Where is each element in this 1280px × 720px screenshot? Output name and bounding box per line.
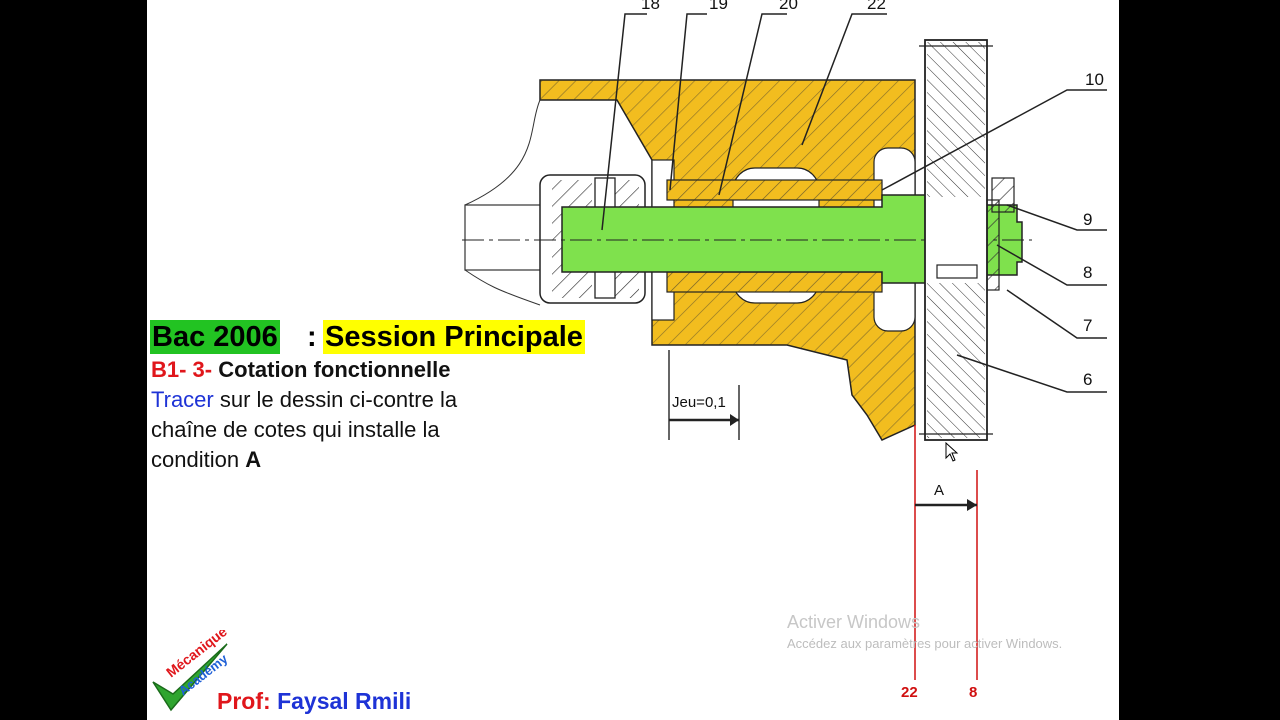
instruction-rest: sur le dessin ci-contre la (213, 387, 458, 412)
title-separator: : (307, 321, 317, 353)
windows-activation-title: Activer Windows (787, 612, 921, 632)
jeu-dimension (668, 350, 740, 440)
callout-6: 6 (1083, 370, 1093, 389)
jeu-label: Jeu=0,1 (672, 394, 726, 411)
motor-outline (464, 99, 541, 306)
title-session: Session Principale (323, 320, 585, 354)
windows-activation-subtitle: Accédez aux paramètres pour activer Wind… (787, 636, 1063, 651)
condition-a-label: A (934, 482, 945, 499)
author: Prof: Faysal Rmili (217, 688, 411, 715)
author-prefix: Prof: (217, 688, 271, 714)
chain-label-8: 8 (969, 684, 978, 701)
motor-shaft (464, 204, 546, 271)
bushing-left-hatch (667, 180, 882, 200)
end-nut (991, 177, 1015, 213)
instruction-line-3: condition A (151, 445, 261, 475)
callout-8: 8 (1083, 263, 1093, 282)
author-name: Faysal Rmili (277, 688, 412, 714)
shaft (561, 194, 1023, 284)
callout-18: 18 (641, 0, 660, 13)
instruction-line-3-pre: condition (151, 447, 246, 472)
mechanical-drawing (462, 13, 1107, 680)
callout-7: 7 (1083, 316, 1093, 335)
leader-lines (601, 13, 1107, 393)
callout-10: 10 (1085, 70, 1104, 89)
gear-hatch-top (927, 42, 985, 197)
callout-20: 20 (779, 0, 798, 13)
subtitle-text: Cotation fonctionnelle (218, 357, 451, 382)
subtitle-code: B1- 3- (151, 357, 213, 382)
academy-logo: Mécanique Académy (152, 630, 231, 712)
condition-a-vector (914, 425, 978, 680)
instruction-line-1: Tracer sur le dessin ci-contre la (151, 385, 457, 415)
mouse-pointer-icon (945, 442, 959, 462)
slide: 18 19 20 22 10 9 8 7 6 Jeu=0,1 A 22 8 Ba… (147, 0, 1119, 720)
instruction-verb: Tracer (151, 387, 214, 412)
gear-hatch-bottom (927, 283, 985, 438)
title-bac: Bac 2006 (150, 320, 280, 354)
key (936, 264, 978, 279)
chain-label-22: 22 (901, 684, 918, 701)
bushing-right-hatch (667, 272, 882, 292)
instruction-line-2: chaîne de cotes qui installe la (151, 417, 440, 442)
callout-9: 9 (1083, 210, 1093, 229)
callout-22: 22 (867, 0, 886, 13)
subtitle: B1- 3- Cotation fonctionnelle (151, 355, 450, 385)
instruction-condition: A (245, 447, 262, 472)
callout-19: 19 (709, 0, 728, 13)
